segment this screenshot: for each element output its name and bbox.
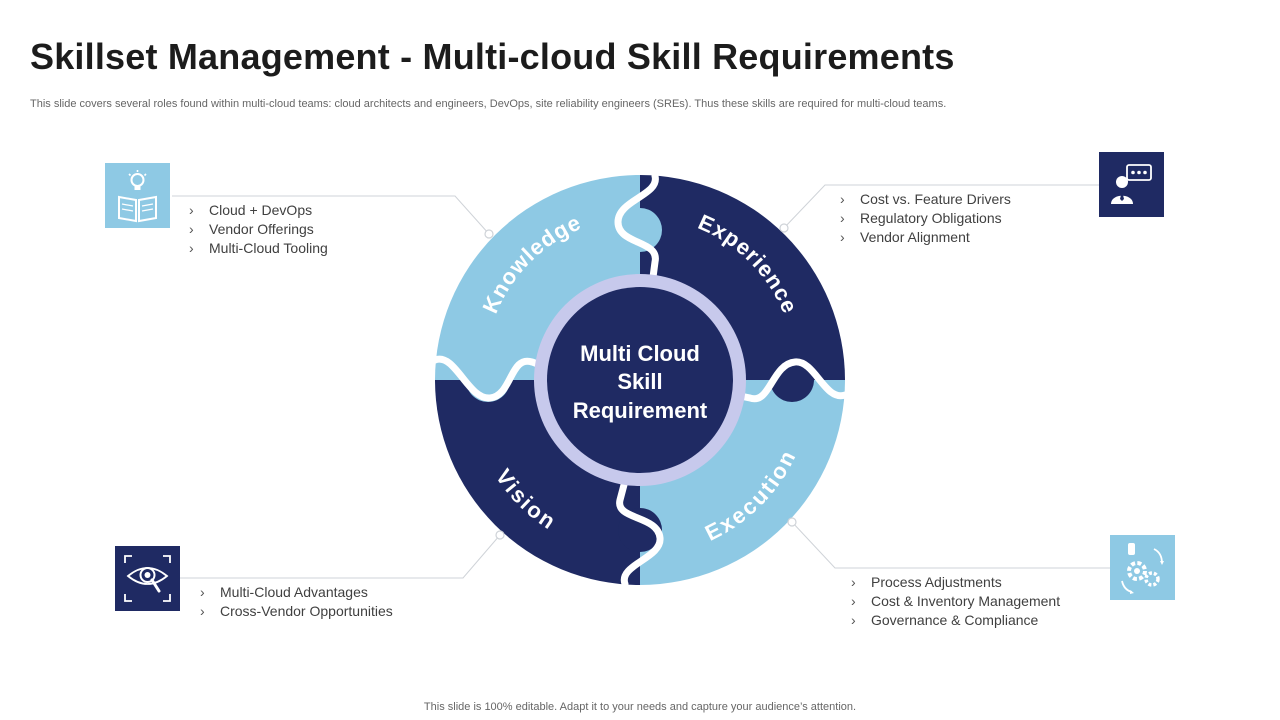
connector-dot-experience	[779, 223, 789, 233]
connector-knowledge	[172, 195, 490, 235]
page-subtitle: This slide covers several roles found wi…	[30, 98, 947, 110]
list-item: ›Cross-Vendor Opportunities	[200, 603, 393, 619]
connector-dot-knowledge	[484, 229, 494, 239]
chevron-right-icon: ›	[189, 240, 194, 256]
chevron-right-icon: ›	[840, 191, 845, 207]
chevron-right-icon: ›	[840, 229, 845, 245]
list-item: ›Cloud + DevOps	[189, 202, 313, 218]
list-item: ›Vendor Alignment	[840, 229, 970, 245]
list-item: ›Governance & Compliance	[851, 612, 1039, 628]
chevron-right-icon: ›	[189, 221, 194, 237]
list-item: ›Vendor Offerings	[189, 221, 314, 237]
chevron-right-icon: ›	[851, 593, 856, 609]
experience-bullets: ›Cost vs. Feature Drivers ›Regulatory Ob…	[840, 190, 1011, 247]
center-circle	[547, 287, 733, 473]
speaker-chat-icon	[1099, 152, 1164, 217]
execution-bullets: ›Process Adjustments ›Cost & Inventory M…	[851, 573, 1060, 630]
chevron-right-icon: ›	[200, 584, 205, 600]
chevron-right-icon: ›	[200, 603, 205, 619]
list-item: ›Cost & Inventory Management	[851, 593, 1061, 609]
footer-note: This slide is 100% editable. Adapt it to…	[423, 701, 857, 713]
puzzle-seams	[431, 172, 849, 588]
execution-icon-box	[1110, 535, 1175, 600]
connector-dots	[484, 223, 797, 540]
connector-execution	[791, 521, 1110, 569]
puzzle-tab-bottom	[618, 508, 662, 552]
connector-vision	[180, 534, 501, 579]
knowledge-bullets: ›Cloud + DevOps ›Vendor Offerings ›Multi…	[189, 201, 328, 258]
vision-bullets: ›Multi-Cloud Advantages ›Cross-Vendor Op…	[200, 583, 393, 621]
knowledge-icon-box	[105, 163, 170, 228]
connector-dot-execution	[787, 517, 797, 527]
list-item: ›Process Adjustments	[851, 574, 1002, 590]
chevron-right-icon: ›	[840, 210, 845, 226]
list-item: ›Cost vs. Feature Drivers	[840, 191, 1011, 207]
book-idea-icon	[105, 163, 170, 228]
connector-lines	[172, 184, 1110, 579]
vision-icon-box	[115, 546, 180, 611]
eye-search-icon	[115, 546, 180, 611]
list-item: ›Regulatory Obligations	[840, 210, 1002, 226]
center-text-line-3: Requirement	[573, 398, 708, 423]
connector-experience	[783, 184, 1099, 229]
experience-icon-box	[1099, 152, 1164, 217]
center-text-line-1: Multi Cloud	[580, 341, 700, 366]
center-text-line-2: Skill	[617, 369, 662, 394]
connector-dot-vision	[495, 530, 505, 540]
gears-hand-icon	[1110, 535, 1175, 600]
list-item: ›Multi-Cloud Advantages	[200, 584, 368, 600]
list-item: ›Multi-Cloud Tooling	[189, 240, 328, 256]
page-title: Skillset Management - Multi-cloud Skill …	[30, 36, 955, 77]
chevron-right-icon: ›	[851, 612, 856, 628]
chevron-right-icon: ›	[189, 202, 194, 218]
chevron-right-icon: ›	[851, 574, 856, 590]
